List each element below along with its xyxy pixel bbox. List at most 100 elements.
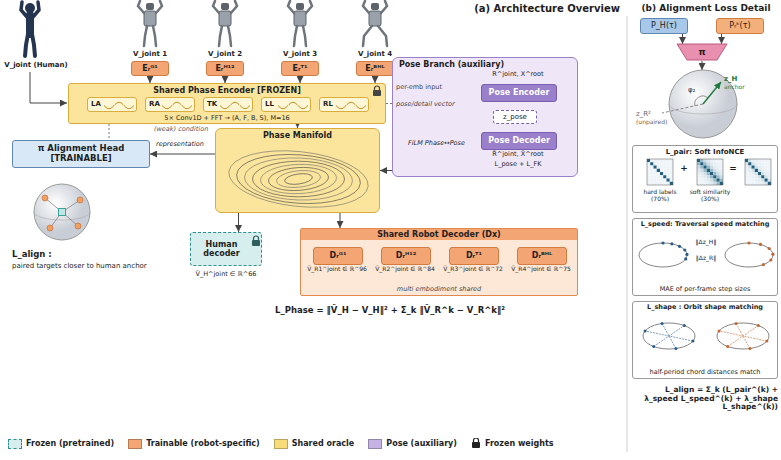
annotation: V_joint 1 [122, 50, 178, 58]
matrix-cell [697, 172, 700, 175]
matrix-cell [710, 166, 713, 169]
matrix-cell [752, 159, 755, 162]
matrix-cell [755, 182, 758, 185]
matrix-cell [720, 179, 723, 182]
human-limb [33, 2, 39, 17]
matrix-cell [697, 159, 700, 162]
orbit-sample [748, 347, 751, 350]
node-label: P_H(τ) [651, 21, 677, 30]
panel-title: (b) Alignment Loss Detail [632, 3, 780, 13]
matrix-cell [670, 182, 673, 185]
matrix-cell [717, 182, 720, 185]
matrix-cell [720, 175, 723, 178]
annotation: ‖Δz_H‖ [688, 239, 724, 246]
matrix-cell [657, 179, 660, 182]
matrix-cell [657, 175, 660, 178]
matrix-cell [713, 172, 716, 175]
matrix-cell [667, 175, 670, 178]
orbit-sample [683, 324, 686, 327]
matrix-cell [650, 175, 653, 178]
matrix-cell [663, 166, 666, 169]
legend-item: Frozen weights [471, 438, 554, 449]
matrix-cell [707, 169, 710, 172]
robot-figure [213, 1, 237, 46]
matrix-cell [765, 175, 768, 178]
matrix-cell [660, 182, 663, 185]
orbit-sample [726, 345, 729, 348]
robot-limb [303, 26, 306, 46]
matrix-cell [663, 172, 666, 175]
orbit-sample [674, 347, 677, 350]
matrix-cell [710, 182, 713, 185]
matrix-cell [761, 172, 764, 175]
annotation: R̂^joint, X̂^root [468, 151, 568, 158]
matrix-cell [700, 179, 703, 182]
robot-limb [138, 1, 144, 13]
matrix-cell [710, 162, 713, 165]
lock-shackle [473, 438, 478, 442]
matrix-cell [748, 166, 751, 169]
robot-target [47, 225, 53, 231]
matrix-cell [768, 159, 771, 162]
matrix-cell [657, 162, 660, 165]
matrix-cell [752, 166, 755, 169]
annotation: L_Phase = ‖V̂_H − V_H‖² + Σ_k ‖V̂_R^k − … [230, 306, 550, 316]
robot-limb [363, 1, 369, 13]
matrix-cell [660, 162, 663, 165]
matrix-cell [768, 169, 771, 172]
phase-spiral [226, 144, 371, 213]
legend-item: Trainable (robot-specific) [128, 439, 260, 449]
robot-torso [144, 11, 156, 26]
matrix-cell [650, 169, 653, 172]
matrix-cell [748, 172, 751, 175]
matrix-cell [758, 179, 761, 182]
orbit-sample [661, 322, 664, 325]
matrix-cell [647, 179, 650, 182]
matrix-cell [697, 182, 700, 185]
matrix-cell [745, 169, 748, 172]
chord [728, 325, 759, 346]
matrix-cell [650, 179, 653, 182]
loss-panel: L_pair: Soft InfoNCEhard labels (70%)sof… [632, 145, 778, 213]
robot-limb [294, 26, 297, 46]
orbit-sample [685, 253, 688, 256]
orbit-sample [661, 241, 664, 244]
matrix-cell [707, 159, 710, 162]
matrix-cell [654, 166, 657, 169]
orbit-sample [735, 322, 738, 325]
matrix-cell [657, 169, 660, 172]
legend-label: Frozen (pretrained) [26, 439, 114, 448]
orbit [235, 151, 362, 208]
node-label: Pose Decoder [488, 136, 550, 145]
connector [238, 213, 239, 232]
node-label: Shared Phase Encoder [FROZEN] [153, 86, 301, 95]
phase-wave [278, 102, 308, 108]
matrix-cell [667, 162, 670, 165]
matrix-cell [657, 159, 660, 162]
orbit-sample [718, 329, 721, 332]
orbit [717, 323, 769, 349]
connector [150, 154, 215, 155]
edge-label: FiLM Phase↔Pose [406, 140, 467, 147]
matrix-cell [663, 169, 666, 172]
matrix-cell [720, 172, 723, 175]
robot-torso [369, 11, 381, 26]
similarity-matrix [697, 159, 723, 185]
matrix-cell [700, 166, 703, 169]
matrix-cell [768, 179, 771, 182]
robot-decoder-box: Dᵣᵀ¹ [449, 247, 499, 265]
matrix-cell [654, 159, 657, 162]
matrix-cell [660, 169, 663, 172]
robot-target [77, 197, 83, 203]
human-anchor [59, 209, 66, 216]
orbit [260, 163, 337, 195]
node-note: 5× Conv1D + FFT → (A, F, B, S), M=16 [69, 115, 385, 122]
node-label: π Alignment Head [TRAINABLE] [31, 144, 131, 164]
matrix-cell [647, 172, 650, 175]
matrix-cell [697, 169, 700, 172]
matrix-cell [755, 175, 758, 178]
matrix-cell [654, 182, 657, 185]
orbit [276, 169, 321, 190]
matrix-cell [748, 179, 751, 182]
orbit-sample [768, 247, 771, 250]
